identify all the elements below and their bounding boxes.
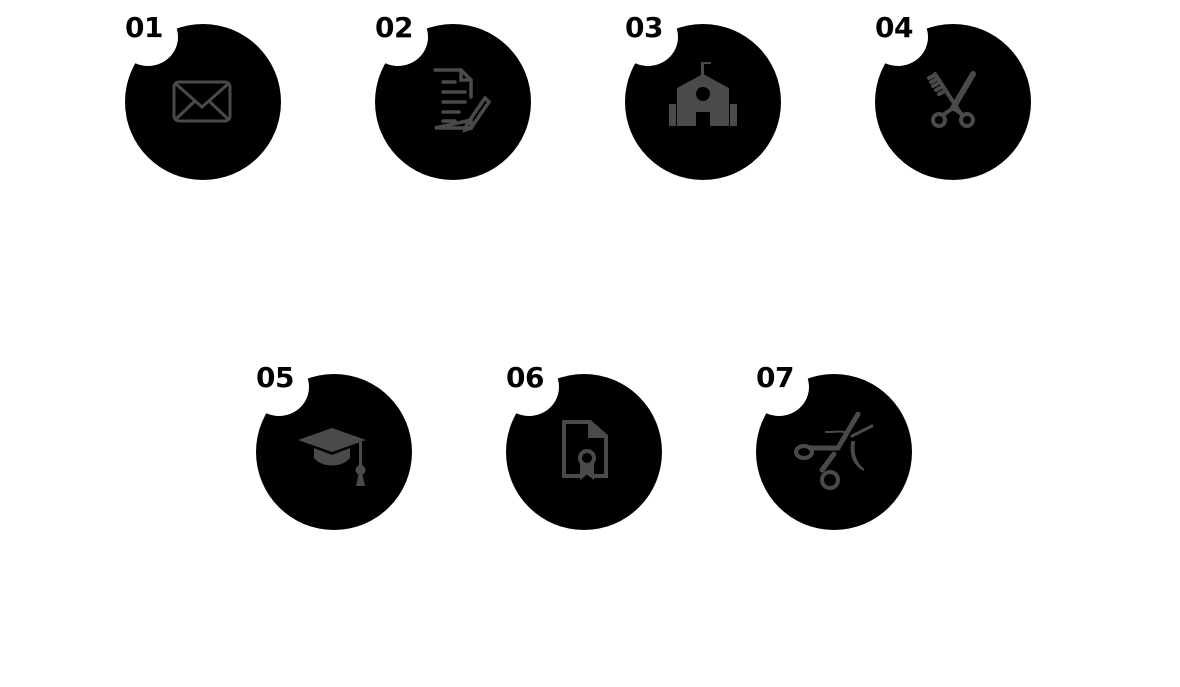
certificate-file-icon [544, 412, 624, 492]
scissors-hair-icon [794, 411, 874, 492]
number-notch [249, 358, 309, 416]
envelope-icon [163, 62, 243, 142]
step-number: 07 [756, 361, 794, 394]
step-number: 02 [375, 11, 413, 44]
number-notch [368, 8, 428, 66]
step-item-05: 05 [249, 358, 412, 530]
step-number: 04 [875, 11, 913, 44]
document-edit-icon [413, 62, 493, 142]
step-number: 03 [625, 11, 663, 44]
step-number: 01 [125, 11, 163, 44]
step-number: 06 [506, 361, 544, 394]
number-notch [868, 8, 928, 66]
step-item-07: 07 [749, 358, 912, 530]
step-item-02: 02 [368, 8, 531, 180]
step-item-01: 01 [118, 8, 281, 180]
school-building-icon [663, 60, 743, 142]
step-item-06: 06 [499, 358, 662, 530]
number-notch [118, 8, 178, 66]
number-notch [618, 8, 678, 66]
step-item-04: 04 [868, 8, 1031, 180]
graduation-cap-icon [294, 412, 374, 492]
number-notch [749, 358, 809, 416]
number-notch [499, 358, 559, 416]
scissors-comb-icon [913, 62, 993, 142]
step-number: 05 [256, 361, 294, 394]
step-item-03: 03 [618, 8, 781, 180]
